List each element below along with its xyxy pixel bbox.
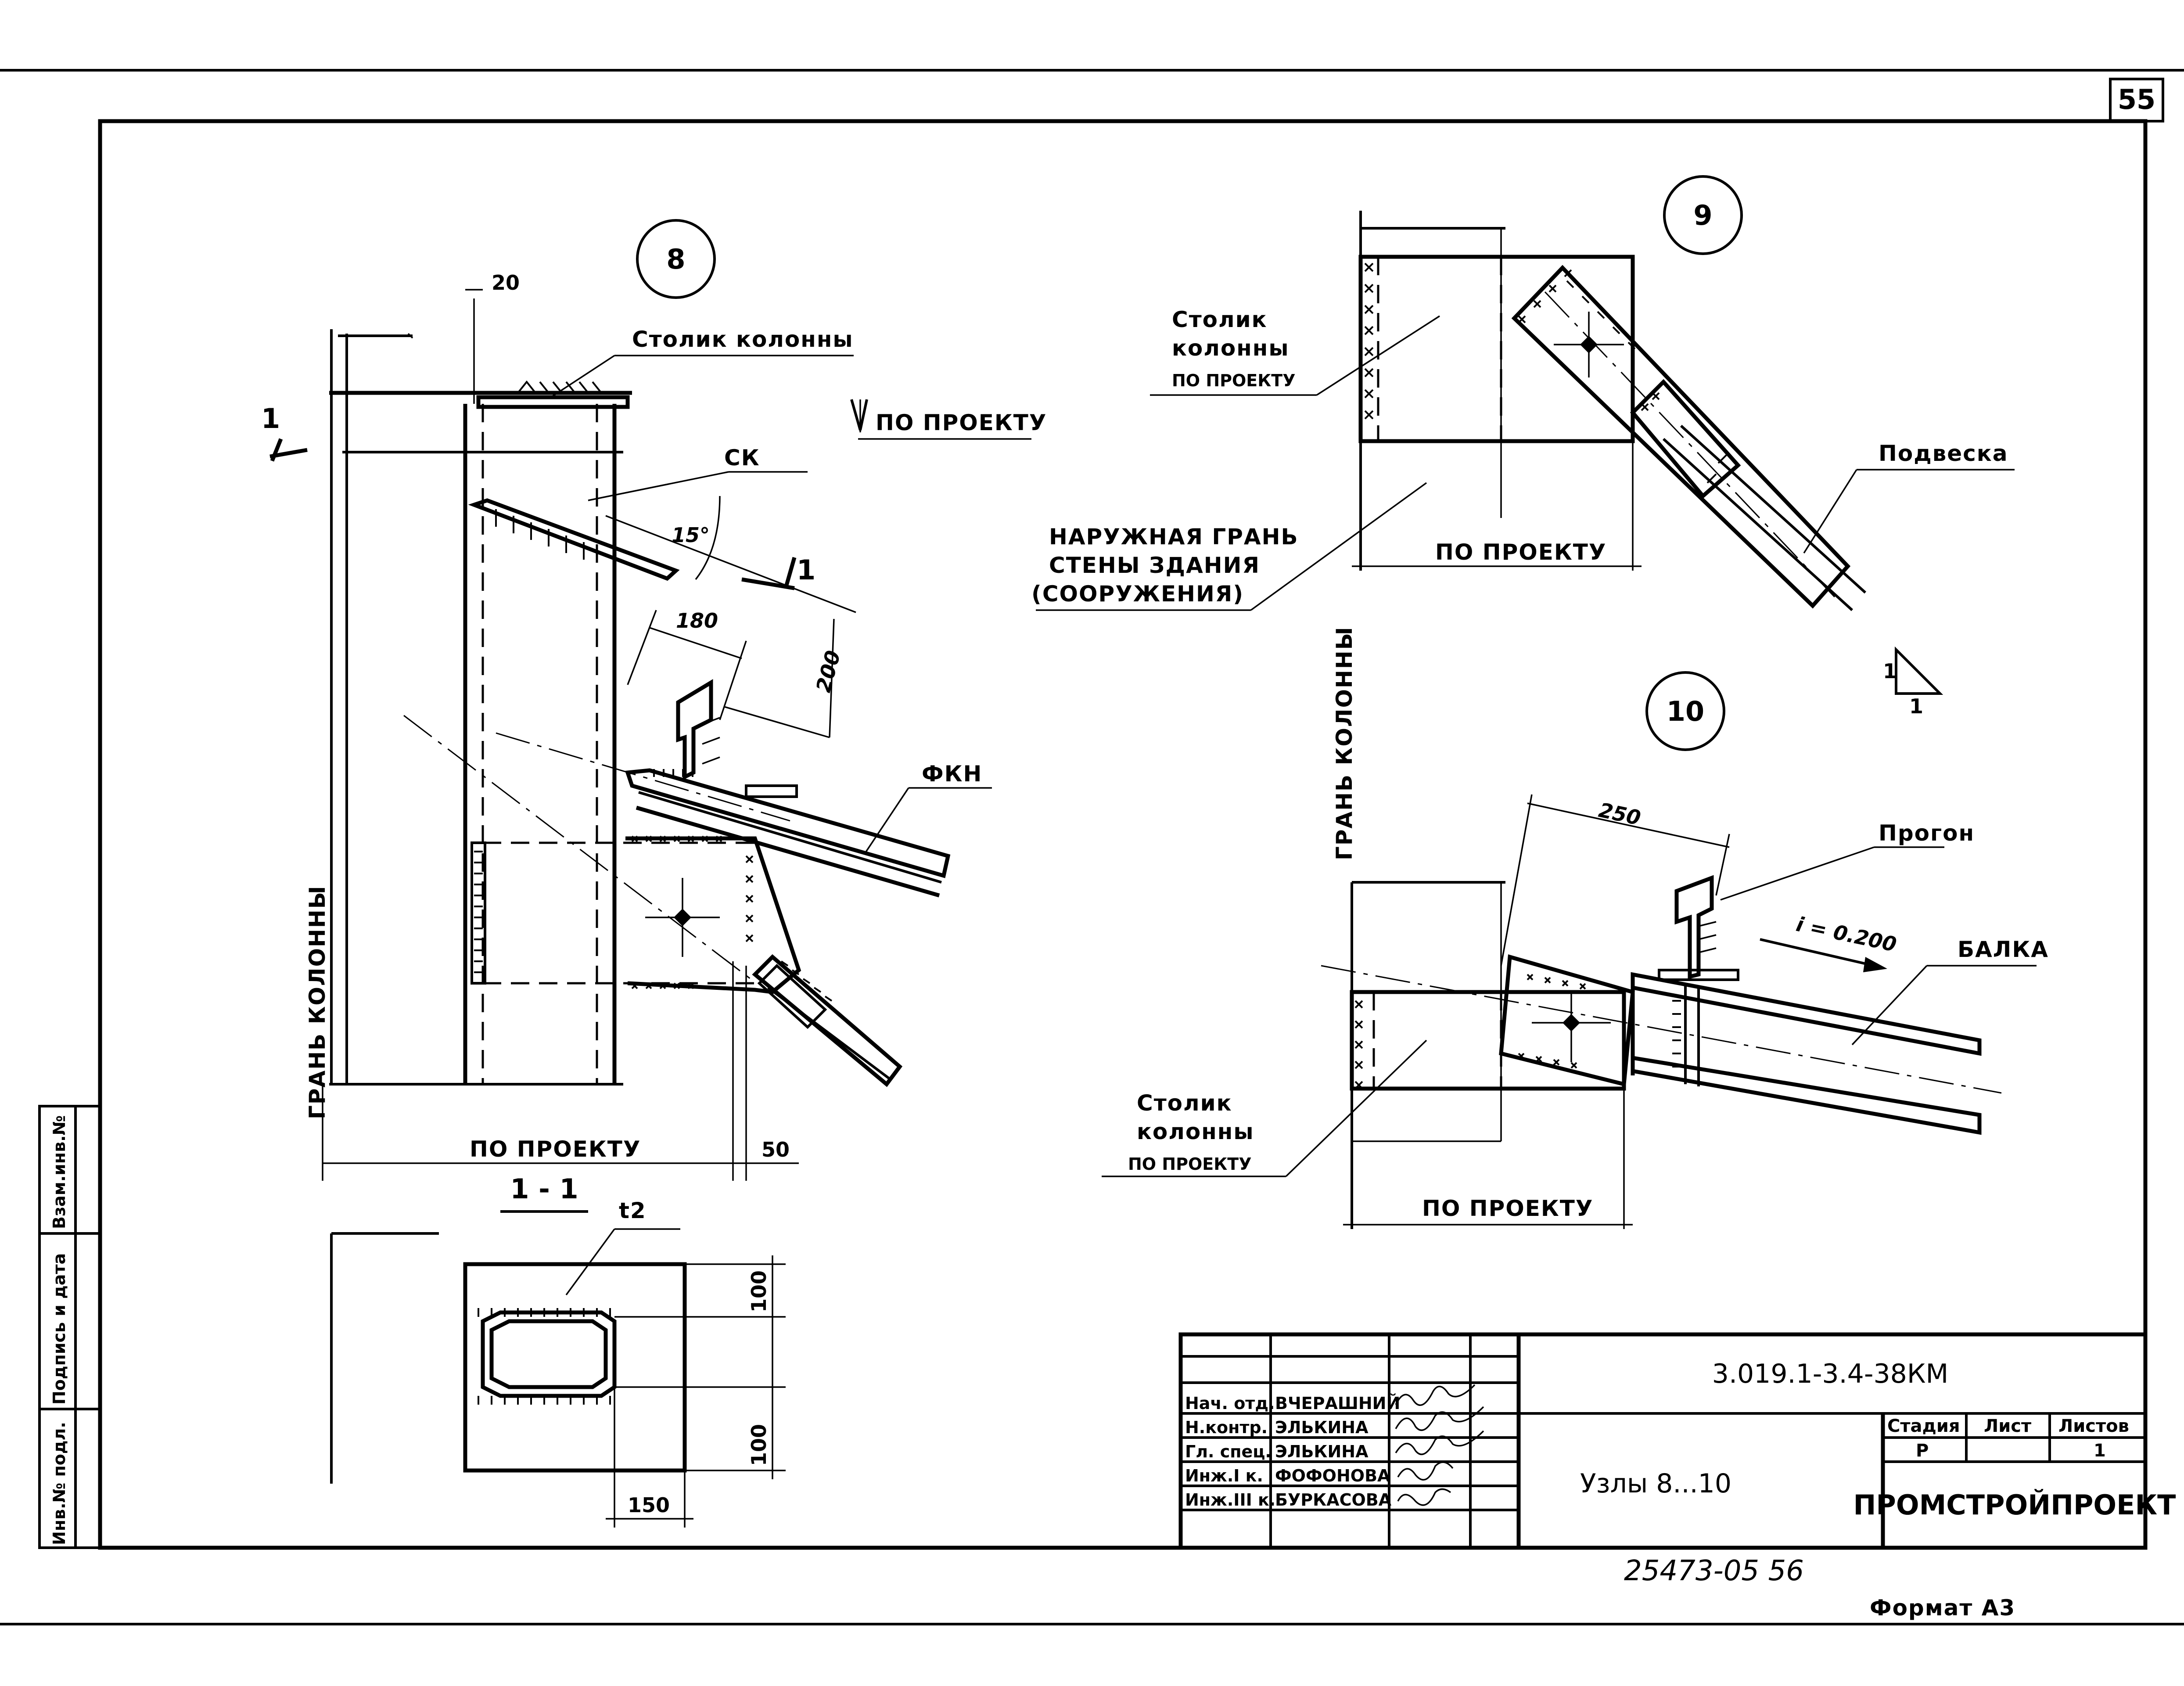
name-3: ФОФОНОВА bbox=[1275, 1466, 1390, 1485]
dim-po-proektu-10: ПО ПРОЕКТУ bbox=[1422, 1196, 1593, 1221]
label-gran-kolonny-8: ГРАНЬ КОЛОННЫ bbox=[305, 885, 330, 1119]
stamp-inv-podl: Инв.№ подл. bbox=[50, 1422, 69, 1545]
label-naruzh-3: (СООРУЖЕНИЯ) bbox=[1031, 581, 1244, 607]
sheet-header: Лист bbox=[1984, 1416, 2032, 1436]
node-9-detail: 9 ПО ПРОЕКТУ 1 1 Столик колонны ПО ПР bbox=[1031, 175, 2015, 718]
label-naruzh-1: НАРУЖНАЯ ГРАНЬ bbox=[1049, 524, 1299, 550]
format-label: Формат А3 bbox=[1870, 1595, 2015, 1621]
label-naruzh-2: СТЕНЫ ЗДАНИЯ bbox=[1049, 553, 1260, 578]
role-3: Инж.I к. bbox=[1185, 1466, 1263, 1485]
section-mark-left: 1 bbox=[261, 403, 280, 435]
dim-po-proektu-8: ПО ПРОЕКТУ bbox=[470, 1136, 641, 1162]
title-block: 3.019.1-3.4-38КМ Нач. отд. Н.контр. Гл. … bbox=[1178, 1332, 2176, 1550]
label-fkn: ФКН bbox=[922, 761, 982, 787]
role-1: Н.контр. bbox=[1185, 1418, 1268, 1437]
label-balka: БАЛКА bbox=[1958, 937, 2049, 962]
dim-180: 180 bbox=[676, 609, 718, 633]
node-10-detail: 10 ГРАНЬ КОЛОННЫ Прогон bbox=[1102, 626, 2049, 1229]
label-ck: СК bbox=[724, 445, 760, 471]
node-8-detail: 8 20 Столик колонны ПО ПРОЕКТУ 1 bbox=[261, 219, 1047, 1181]
name-1: ЭЛЬКИНА bbox=[1275, 1418, 1369, 1437]
dim-100-bottom: 100 bbox=[747, 1424, 771, 1466]
label-stolik-9-1: Столик bbox=[1172, 307, 1268, 332]
sheet-number-box bbox=[2109, 78, 2164, 122]
label-gran-kolonny-10: ГРАНЬ КОЛОННЫ bbox=[1332, 626, 1357, 860]
label-stolik-kolonny: Столик колонны bbox=[632, 327, 854, 352]
dim-20: 20 bbox=[492, 271, 520, 295]
label-stolik-10-2: колонны bbox=[1137, 1119, 1254, 1144]
name-2: ЭЛЬКИНА bbox=[1275, 1442, 1369, 1461]
role-2: Гл. спец. bbox=[1185, 1442, 1272, 1461]
dim-200: 200 bbox=[811, 648, 845, 695]
label-podveska: Подвеска bbox=[1879, 441, 2008, 466]
sheet-title: Узлы 8...10 bbox=[1580, 1468, 1731, 1499]
angle-15: 15° bbox=[672, 523, 710, 547]
role-0: Нач. отд. bbox=[1185, 1394, 1275, 1413]
sheets-header: Листов bbox=[2058, 1416, 2129, 1436]
section-1-1-title: 1 - 1 bbox=[510, 1173, 578, 1205]
signatures bbox=[1395, 1384, 1484, 1506]
sheets-value: 1 bbox=[2094, 1441, 2106, 1461]
node-8-number: 8 bbox=[666, 243, 685, 275]
doc-code: 3.019.1-3.4-38КМ bbox=[1712, 1359, 1948, 1389]
organization: ПРОМСТРОЙПРОЕКТ bbox=[1854, 1489, 2176, 1521]
node-9-number: 9 bbox=[1693, 199, 1712, 231]
slope-vertical-1: 1 bbox=[1883, 659, 1897, 683]
label-stolik-10-1: Столик bbox=[1137, 1090, 1232, 1116]
inventory-number: 25473-05 56 bbox=[1624, 1555, 1804, 1587]
label-progon: Прогон bbox=[1879, 820, 1975, 846]
role-4: Инж.III к. bbox=[1185, 1490, 1275, 1510]
stamp-podpis-data: Подпись и дата bbox=[50, 1253, 69, 1405]
node-8-marker bbox=[636, 219, 716, 299]
dim-250: 250 bbox=[1597, 798, 1643, 830]
section-mark-right: 1 bbox=[797, 554, 815, 586]
label-po-proektu-elev: ПО ПРОЕКТУ bbox=[876, 410, 1047, 435]
label-stolik-9-2: колонны bbox=[1172, 335, 1290, 361]
stage-header: Стадия bbox=[1887, 1416, 1960, 1436]
node-10-marker bbox=[1645, 671, 1725, 751]
section-1-1: 1 - 1 t2 100 100 150 bbox=[330, 1173, 786, 1528]
stamp-vzam-inv: Взам.инв.№ bbox=[50, 1115, 69, 1229]
dim-po-proektu-9: ПО ПРОЕКТУ bbox=[1435, 539, 1606, 565]
label-stolik-9-3: ПО ПРОЕКТУ bbox=[1172, 371, 1296, 390]
label-t2: t2 bbox=[619, 1198, 647, 1223]
stage-value: Р bbox=[1916, 1441, 1929, 1461]
name-0: ВЧЕРАШНИЙ bbox=[1275, 1394, 1400, 1413]
sheet-number: 55 bbox=[2118, 83, 2155, 115]
name-4: БУРКАСОВА bbox=[1275, 1490, 1392, 1510]
side-stamp: Инв.№ подл. Подпись и дата Взам.инв.№ bbox=[38, 1105, 101, 1549]
slope-horizontal-1: 1 bbox=[1909, 694, 1923, 718]
node-10-number: 10 bbox=[1667, 695, 1704, 727]
node-9-marker bbox=[1663, 175, 1743, 255]
dim-100-top: 100 bbox=[747, 1270, 771, 1312]
drawing-frame bbox=[98, 119, 2148, 1550]
label-stolik-10-3: ПО ПРОЕКТУ bbox=[1128, 1154, 1252, 1174]
dim-150: 150 bbox=[628, 1493, 670, 1517]
dim-50: 50 bbox=[762, 1138, 790, 1161]
